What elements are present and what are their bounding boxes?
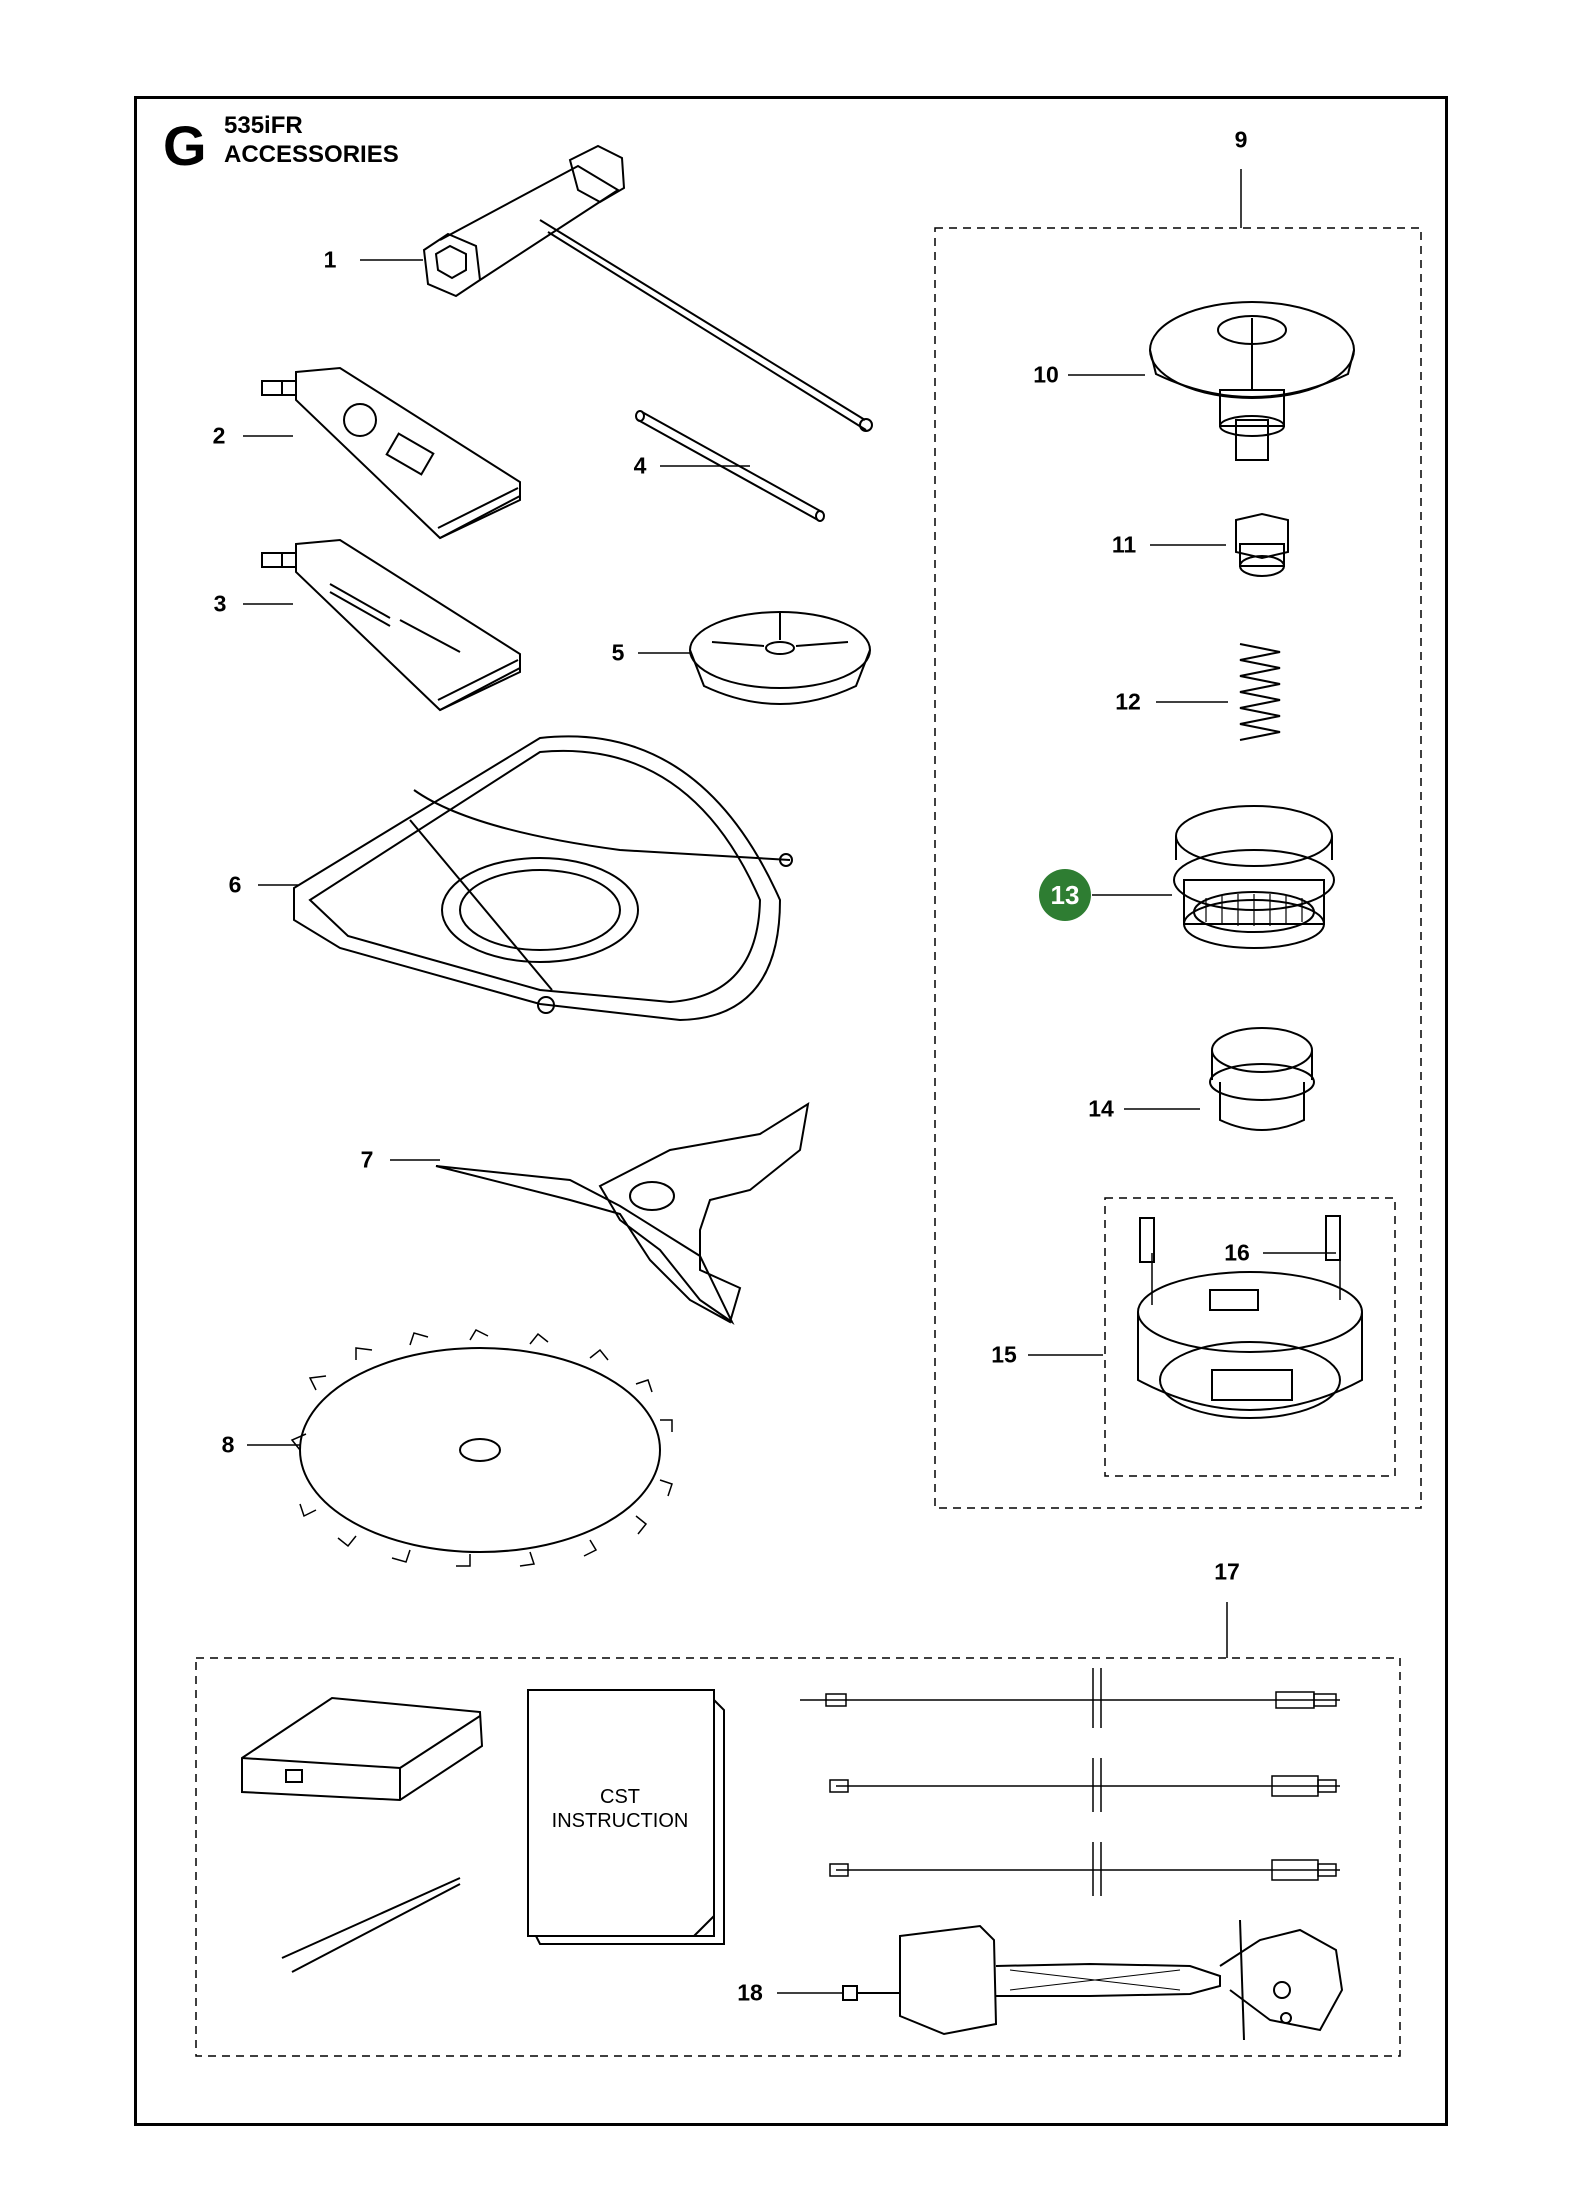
- part-3-sealing-tube: [261, 538, 521, 712]
- callout-13-highlighted: 13: [1039, 869, 1091, 921]
- group-box-parts-15-16: [1104, 1197, 1396, 1477]
- callout-15: 15: [991, 1341, 1017, 1368]
- callout-6: 6: [228, 871, 242, 898]
- part-2-grease-tube: [261, 366, 521, 540]
- callout-2: 2: [212, 422, 226, 449]
- callout-1: 1: [323, 246, 337, 273]
- group-box-cst-kit: [195, 1657, 1401, 2057]
- callout-3: 3: [213, 590, 227, 617]
- part-17-cst-kit: [241, 1668, 1340, 1973]
- section-letter: G: [163, 114, 207, 177]
- callout-10: 10: [1033, 361, 1059, 388]
- callout-4: 4: [633, 452, 647, 479]
- callout-9: 9: [1234, 126, 1248, 153]
- part-15-16-cover: [1137, 1215, 1363, 1419]
- callout-12: 12: [1115, 688, 1141, 715]
- part-12-spring: [1239, 643, 1281, 741]
- part-5-support-cup: [689, 611, 871, 705]
- callout-18: 18: [737, 1979, 763, 2006]
- callout-5: 5: [611, 639, 625, 666]
- callout-16: 16: [1224, 1239, 1250, 1266]
- part-14-knob: [1209, 1027, 1315, 1131]
- model-name: 535iFR: [224, 112, 303, 139]
- part-1-combination-wrench: [422, 144, 873, 432]
- part-10-trimmer-head-top: [1149, 301, 1355, 461]
- manual-title-line-2: INSTRUCTION: [551, 1810, 689, 1832]
- manual-title-line-1: CST: [600, 1786, 640, 1808]
- callout-8: 8: [221, 1431, 235, 1458]
- page-title: ACCESSORIES: [224, 141, 399, 168]
- callout-7: 7: [360, 1146, 374, 1173]
- callout-17: 17: [1214, 1558, 1240, 1585]
- part-18-harness: [842, 1919, 1344, 2041]
- part-8-saw-blade: [290, 1329, 673, 1567]
- part-4-locking-pin: [635, 410, 825, 522]
- callout-14: 14: [1088, 1095, 1114, 1122]
- part-11-nut: [1235, 512, 1289, 577]
- drawing-frame: [134, 96, 1448, 2126]
- part-13-spool: [1173, 805, 1335, 949]
- part-6-blade-guard: [293, 735, 793, 1022]
- callout-11: 11: [1111, 531, 1137, 558]
- group-box-trimmer-head: [934, 227, 1422, 1509]
- part-7-grass-blade: [435, 1101, 810, 1325]
